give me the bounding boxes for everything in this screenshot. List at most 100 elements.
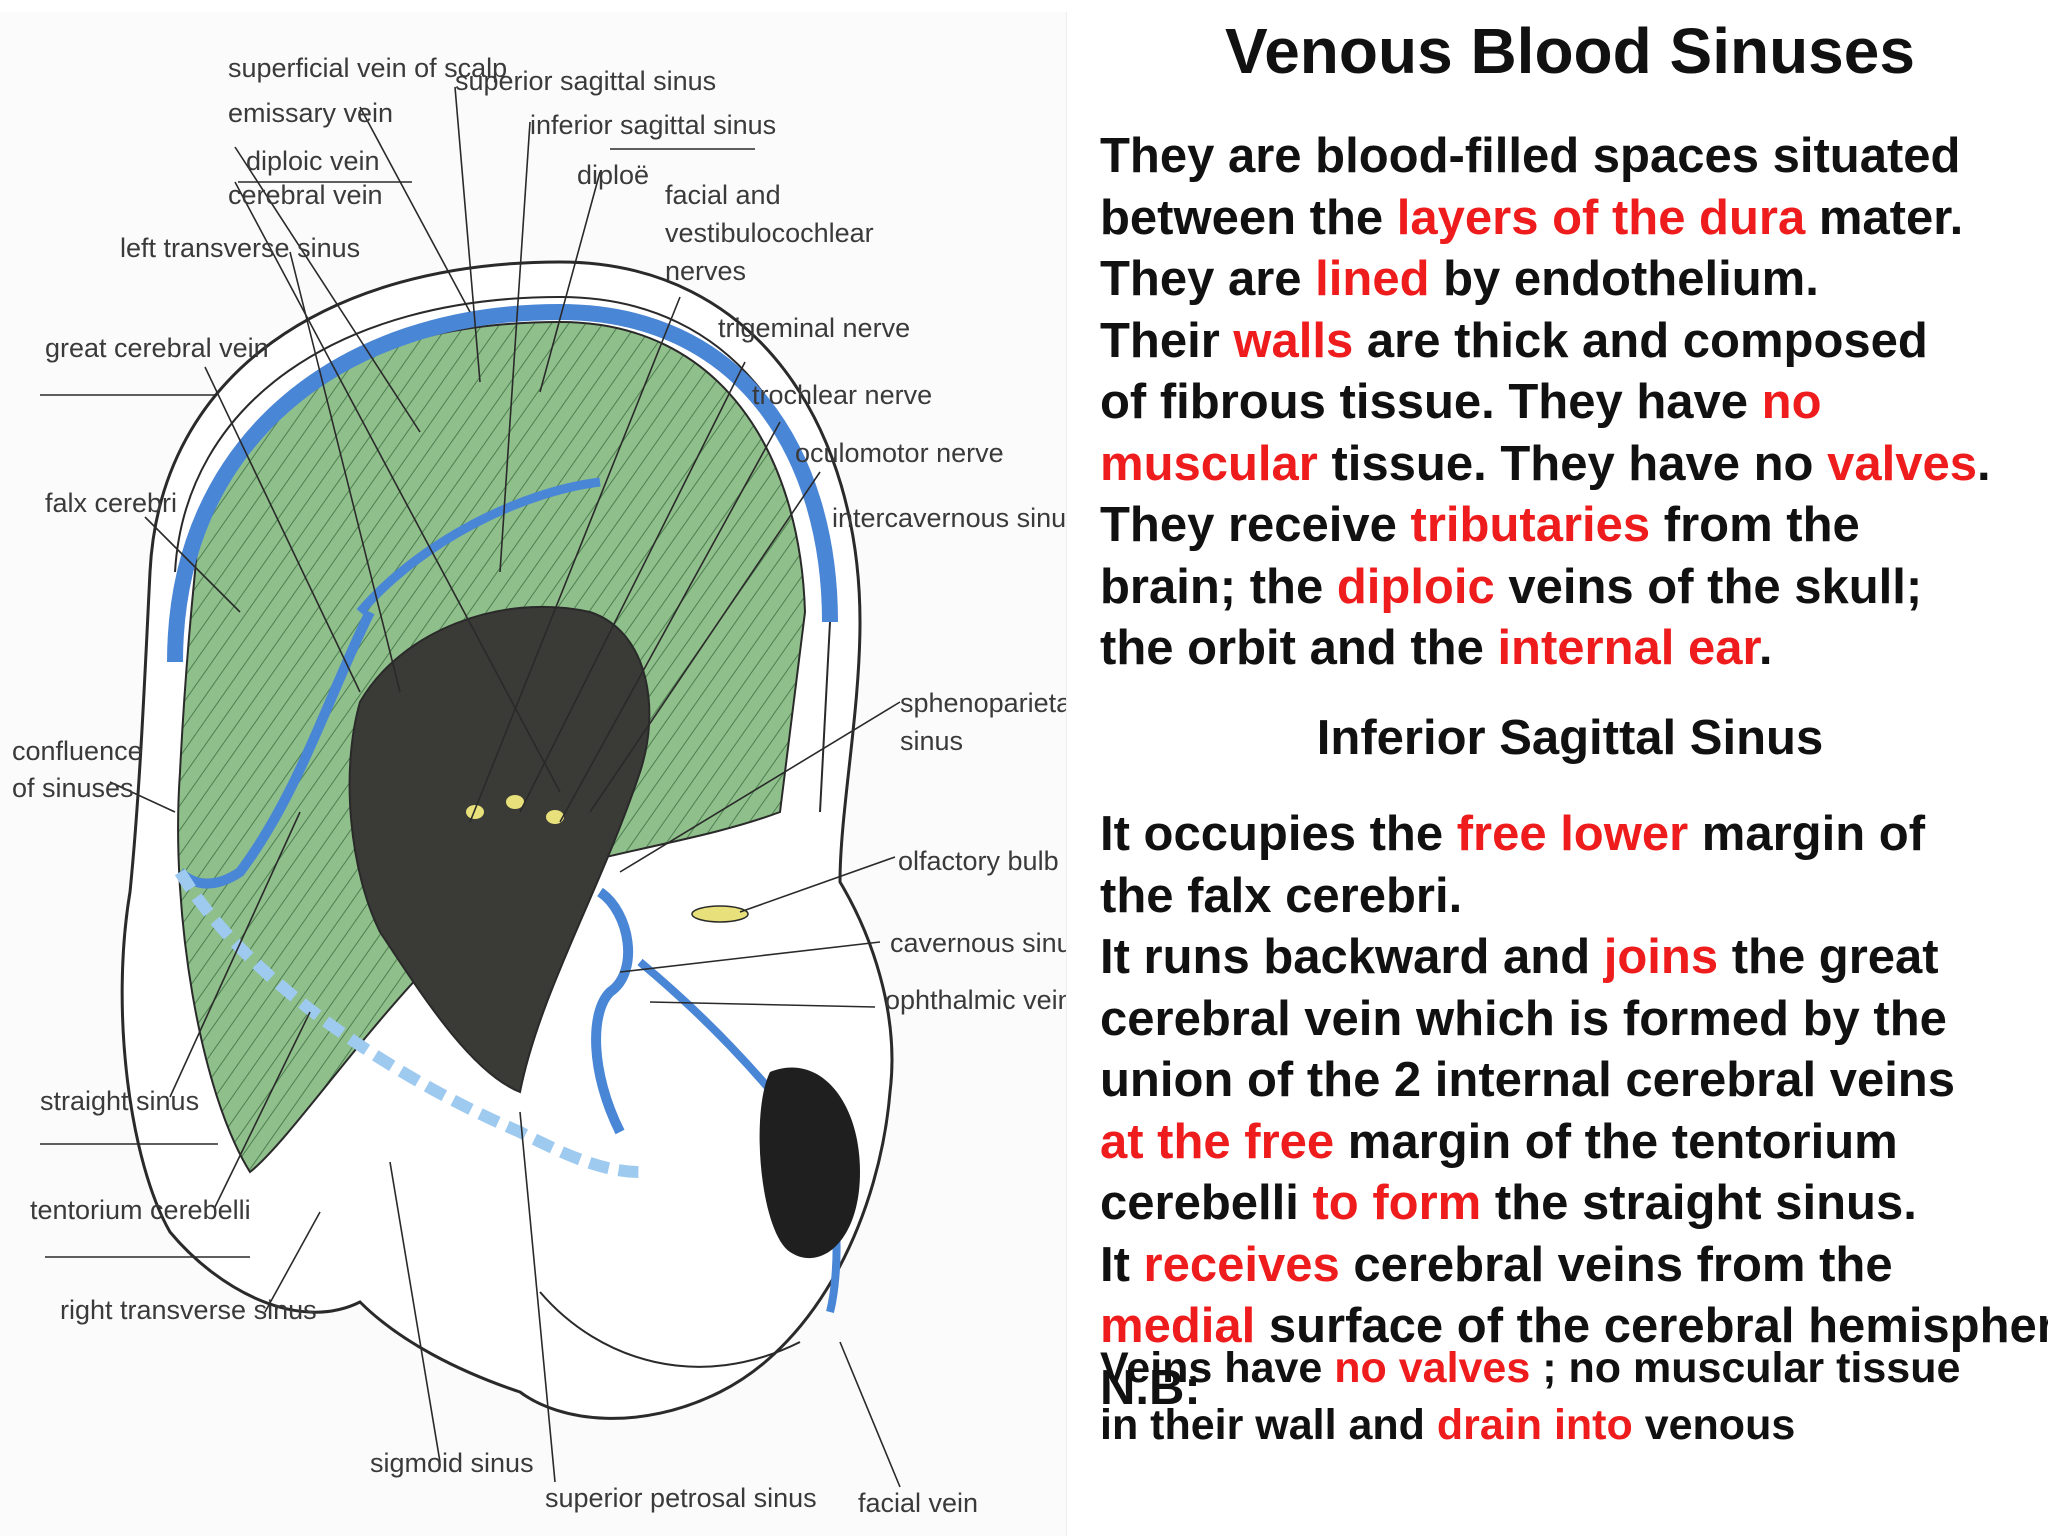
highlighted-text: at the free (1100, 1114, 1335, 1169)
leader-line (739, 856, 896, 913)
text-run: They receive (1100, 498, 1411, 552)
text-line: at the free margin of the tentorium (1100, 1112, 2048, 1174)
text-run: venous (1632, 1401, 1796, 1449)
label-falx-cerebri: falx cerebri (45, 488, 177, 518)
highlighted-text: layers of the dura (1396, 190, 1806, 245)
text-run: cerebral vein which is formed by the (1100, 991, 1947, 1046)
label-straight-sinus: straight sinus (40, 1086, 199, 1116)
highlighted-text: lined (1315, 252, 1430, 306)
label-trigeminal-nerve: trigeminal nerve (718, 313, 910, 343)
jaw (539, 1291, 801, 1368)
text-run: are thick and composed (1353, 313, 1928, 368)
text-run: cerebelli (1100, 1176, 1313, 1230)
slide-title: Venous Blood Sinuses (1225, 15, 1915, 87)
leader-line (839, 1341, 901, 1488)
text-run: of fibrous tissue. They have (1100, 375, 1762, 429)
text-line: medial surface of the cerebral hemispher… (1100, 1296, 2048, 1358)
text-run: the falx cerebri. (1100, 868, 1463, 923)
text-run: N.B: (1100, 1360, 1201, 1415)
text-run: surface of the cerebral hemisphere. (1255, 1299, 2048, 1353)
text-run: the great (1718, 930, 1939, 984)
text-run: It occupies the (1100, 807, 1457, 861)
leader-line (109, 781, 176, 813)
leader-line (589, 471, 821, 813)
text-run: in their wall and (1100, 1401, 1437, 1449)
text-line: between the layers of the dura mater. (1100, 188, 2048, 250)
highlighted-text: medial (1100, 1299, 1256, 1353)
text-line: union of the 2 internal cerebral veins (1100, 1050, 2048, 1112)
note-paragraph: Veins have no valves ; no muscular tissu… (1100, 1340, 2048, 1454)
label-superior-petrosal-sinus: superior petrosal sinus (545, 1483, 817, 1513)
text-run: union of the 2 internal cerebral veins (1100, 1053, 1955, 1107)
text-run: veins of the skull; (1494, 559, 1923, 614)
text-line: in their wall and drain into venous (1100, 1397, 2048, 1454)
text-line: It occupies the free lower margin of (1100, 804, 2048, 866)
leader-line (264, 1211, 321, 1313)
leader-line (649, 1001, 876, 1008)
label-facial-nerve-2: vestibulocochlear (665, 218, 874, 248)
label-diploe: diploë (577, 160, 649, 190)
text-line: the falx cerebri. (1100, 866, 2048, 928)
highlighted-text: diploic (1336, 559, 1495, 614)
label-tentorium-cerebelli: tentorium cerebelli (30, 1195, 251, 1225)
text-line: cerebral vein which is formed by the (1100, 989, 2048, 1051)
text-run: Their (1100, 313, 1234, 368)
text-run: . (1758, 621, 1773, 675)
highlighted-text: tributaries (1410, 498, 1651, 552)
leader-line (559, 421, 781, 823)
highlighted-text: no (1761, 375, 1822, 429)
anatomy-figure: superficial vein of scalp superior sagit… (0, 12, 1067, 1536)
cavernous-sinus-shape (591, 887, 634, 1135)
text-run: It runs backward and (1100, 930, 1604, 984)
label-ophthalmic-vein: ophthalmic vein (885, 985, 1066, 1015)
text-run: margin of (1688, 807, 1926, 861)
leader-line (454, 86, 481, 383)
cranial-cavity (348, 605, 651, 1094)
text-panel: Venous Blood Sinuses They are blood-fill… (1100, 0, 2048, 1536)
inferior-sagittal-sinus-shape (356, 477, 601, 615)
leader-line (169, 811, 301, 1098)
highlighted-text: muscular (1100, 436, 1318, 491)
text-run: from the (1650, 498, 1860, 552)
text-run: cerebral veins from the (1339, 1237, 1893, 1292)
label-right-transverse-sinus: right transverse sinus (60, 1295, 317, 1325)
label-sphenoparietal-sinus-2: sinus (900, 726, 963, 756)
label-olfactory-bulb: olfactory bulb (898, 846, 1059, 876)
highlighted-text: receives (1143, 1237, 1340, 1292)
highlighted-text: walls (1233, 313, 1354, 368)
leader-line (539, 171, 601, 393)
highlighted-text: no valves (1334, 1344, 1531, 1392)
label-left-transverse-sinus: left transverse sinus (120, 233, 360, 263)
leader-line (204, 366, 361, 693)
highlighted-text: internal ear (1497, 621, 1759, 675)
label-oculomotor-nerve: oculomotor nerve (795, 438, 1004, 468)
venous-sinuses-diagram: superficial vein of scalp superior sagit… (12, 53, 1066, 1518)
highlighted-text: free lower (1456, 807, 1689, 861)
olfactory-bulb-shape (691, 905, 749, 923)
nerve-dot (466, 805, 484, 819)
text-line: of fibrous tissue. They have no (1100, 372, 2048, 434)
straight-sinus-shape (176, 609, 375, 889)
text-line: cerebelli to form the straight sinus. (1100, 1173, 2048, 1235)
label-confluence-2: of sinuses (12, 773, 134, 803)
leader-line (519, 361, 746, 813)
label-facial-nerve-1: facial and (665, 180, 781, 210)
leader-line (234, 146, 421, 433)
label-trochlear-nerve: trochlear nerve (752, 380, 932, 410)
leader-line (144, 516, 241, 613)
leader-line (389, 1161, 441, 1463)
leader-line (214, 1011, 311, 1208)
label-cavernous-sinus: cavernous sinus (890, 928, 1066, 958)
text-line: brain; the diploic veins of the skull; (1100, 557, 2048, 619)
section-heading: Inferior Sagittal Sinus (1316, 711, 1824, 765)
text-line: They are lined by endothelium. (1100, 249, 2048, 311)
text-run: brain; the (1100, 559, 1337, 614)
text-line: Their walls are thick and composed (1100, 311, 2048, 373)
text-line: It receives cerebral veins from the (1100, 1235, 2048, 1297)
label-facial-nerve-3: nerves (665, 256, 746, 286)
leader-line (289, 251, 401, 693)
leader-line (619, 941, 881, 973)
text-run: the orbit and the (1100, 621, 1498, 675)
orbit (759, 1067, 860, 1259)
